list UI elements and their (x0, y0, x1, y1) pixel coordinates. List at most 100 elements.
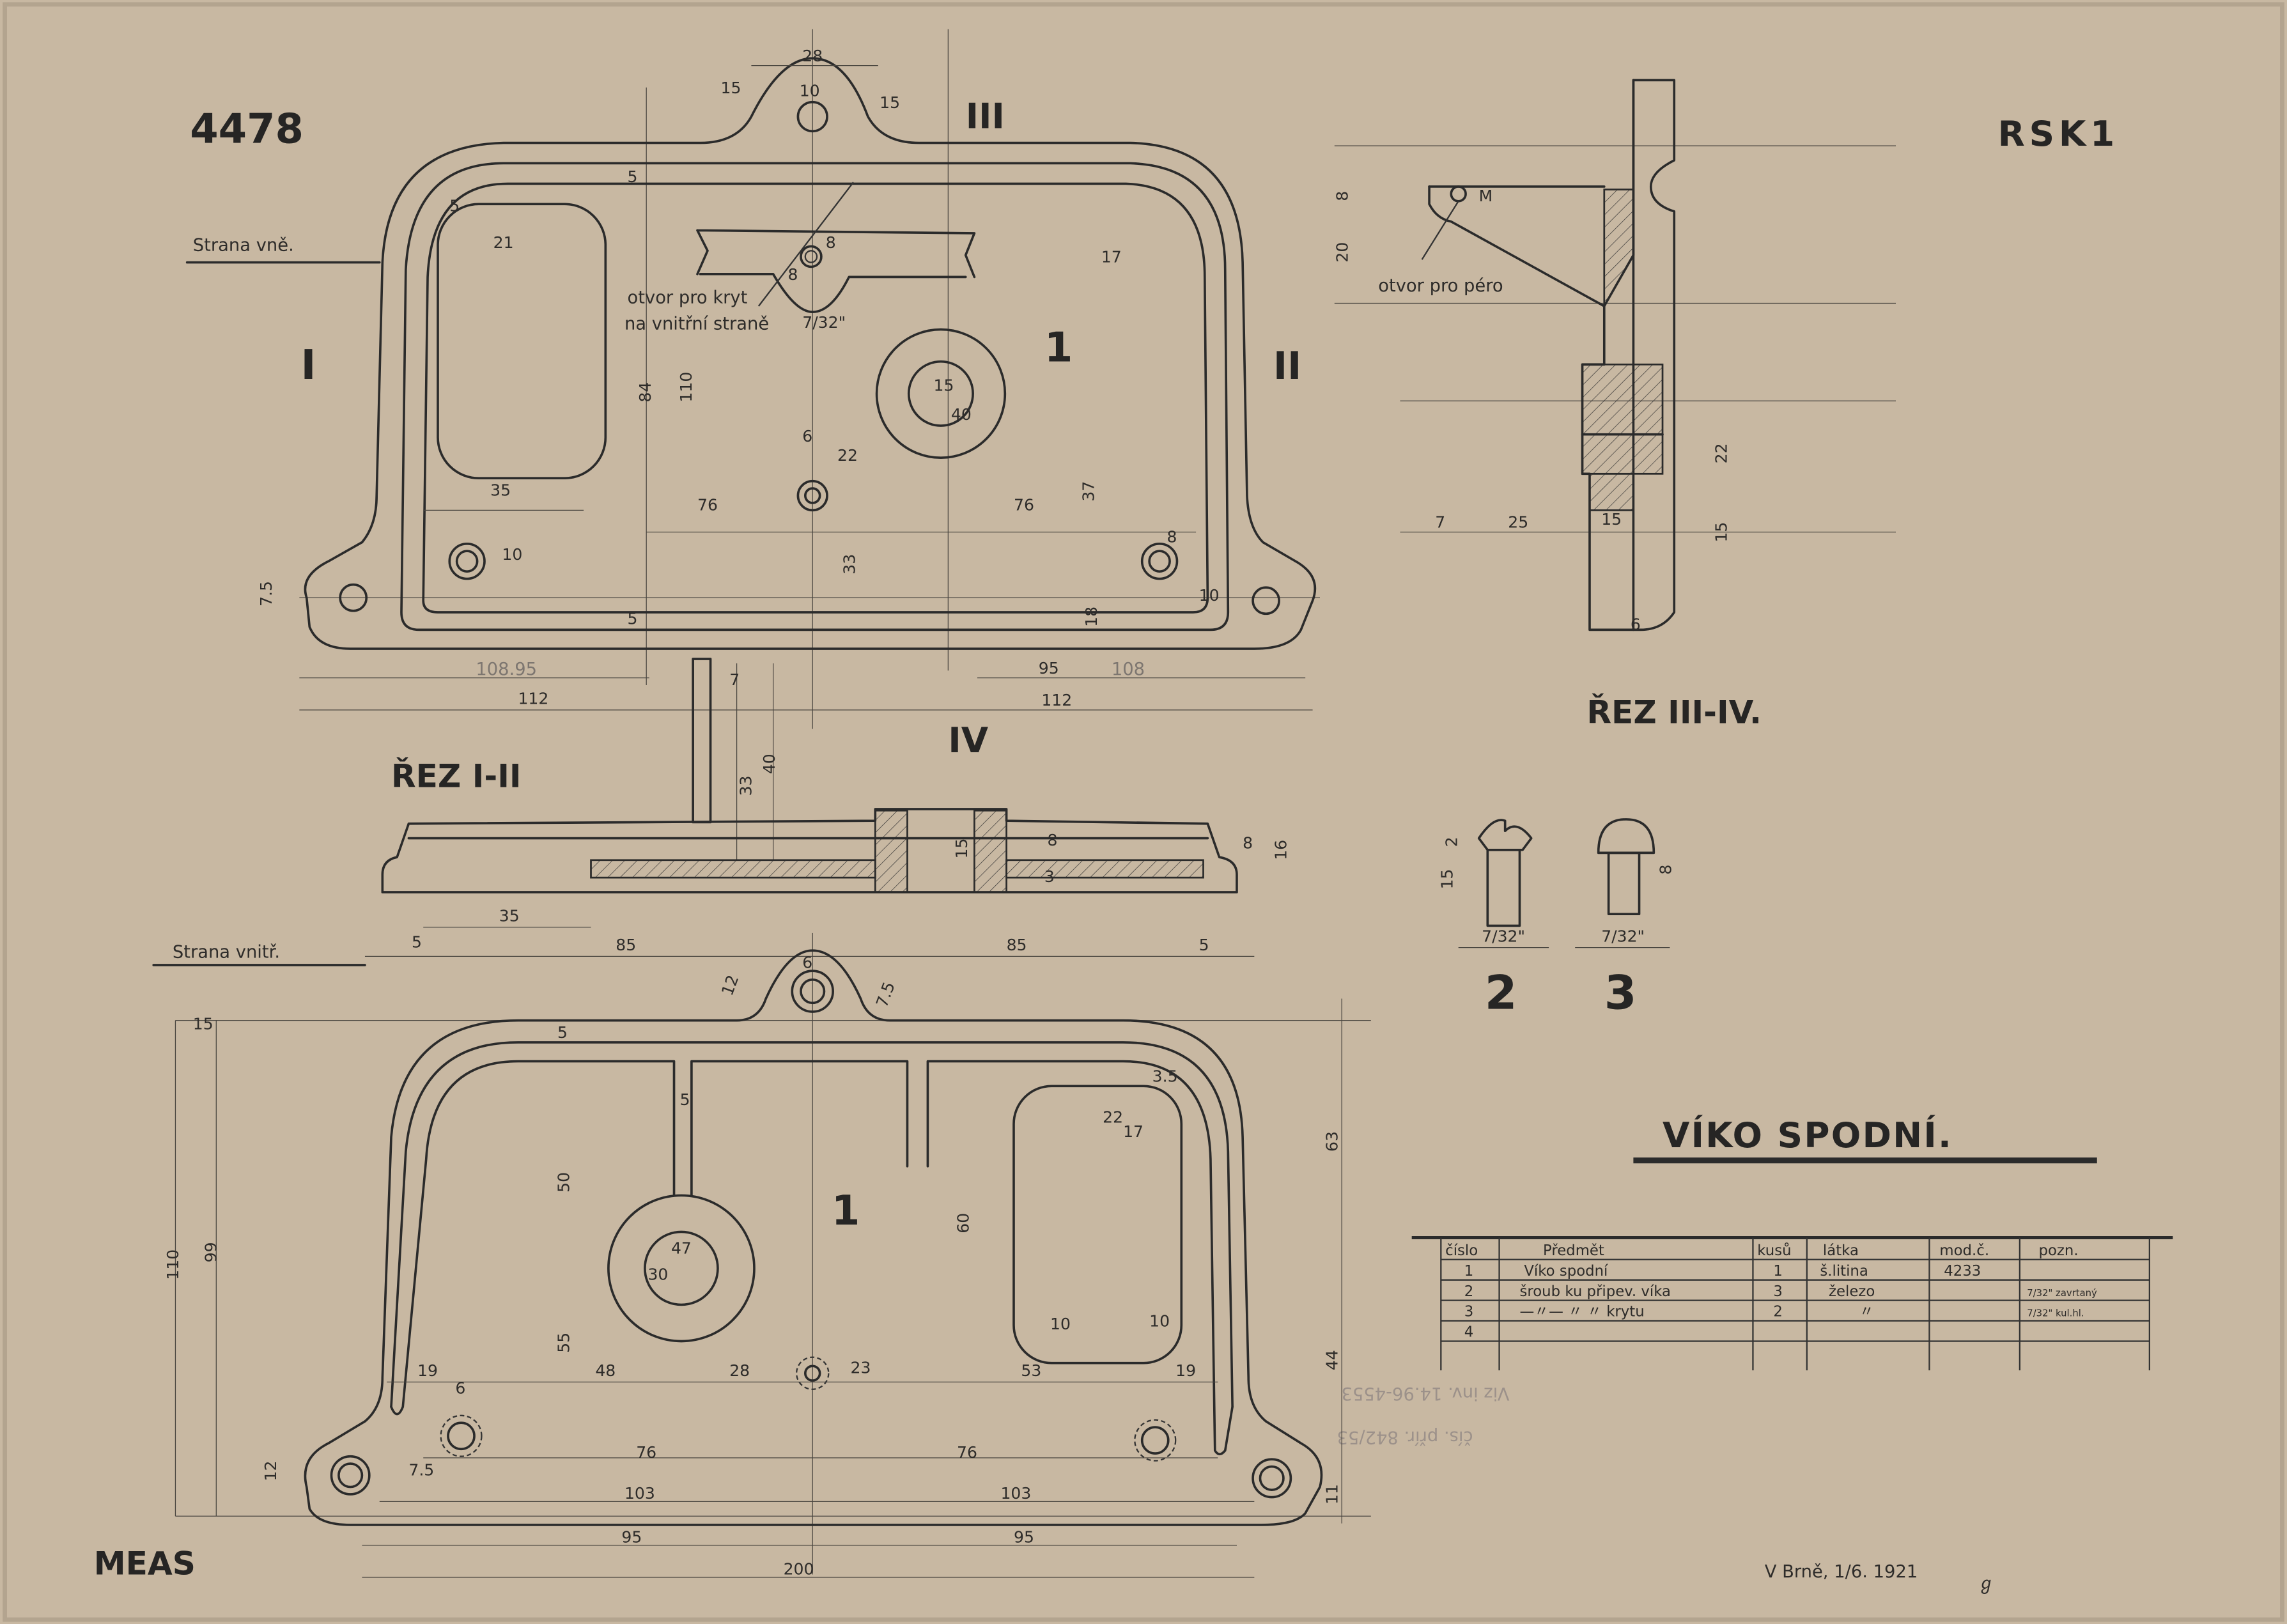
dim: 8 (1333, 191, 1351, 201)
svg-text:šroub ku připev. víka: šroub ku připev. víka (1519, 1283, 1671, 1300)
note-cover-hole-2: na vnitřní straně (624, 314, 769, 334)
svg-text:1: 1 (1464, 1263, 1474, 1280)
parts-table (1411, 1236, 2173, 1371)
dim: 95 (1014, 1527, 1034, 1546)
section-label-2: ŘEZ III-IV. (1586, 693, 1762, 731)
marker-II: II (1273, 344, 1301, 388)
svg-text:2: 2 (1464, 1283, 1474, 1300)
dim: 5 (449, 197, 460, 215)
dim: 5 (412, 933, 422, 952)
view-outer-label: Strana vně. (193, 235, 294, 255)
dim: 19 (417, 1361, 438, 1380)
dim: 103 (624, 1484, 655, 1503)
dim: 15 (193, 1014, 213, 1033)
stamp-text-1: Viz inv. 14.96-4553 (1342, 1383, 1510, 1403)
table-row: 1 Víko spodní 1 š.litina 4233 (1464, 1263, 1981, 1280)
dim: 28 (802, 47, 823, 65)
svg-text:3: 3 (1464, 1304, 1474, 1320)
dim: 108.95 (476, 660, 537, 679)
svg-text:4: 4 (1464, 1324, 1474, 1341)
dim: 108 (1112, 660, 1145, 679)
dim: 200 (784, 1559, 814, 1578)
dim: 40 (760, 754, 779, 774)
svg-text:š.litina: š.litina (1820, 1263, 1868, 1280)
svg-text:železo: železo (1829, 1283, 1875, 1300)
dim: 44 (1322, 1350, 1341, 1370)
dim: 7/32" (1601, 927, 1645, 946)
dim: 8 (1167, 528, 1177, 546)
dim: 99 (201, 1242, 220, 1262)
maker-mark: MEAS (94, 1544, 196, 1582)
svg-text:—〃— 〃 〃 krytu: —〃— 〃 〃 krytu (1519, 1304, 1644, 1320)
dim: 35 (490, 481, 511, 500)
dim: 22 (837, 446, 858, 465)
marker-IV: IV (948, 720, 988, 761)
svg-text:mod.č.: mod.č. (1939, 1242, 1989, 1259)
svg-text:4233: 4233 (1944, 1263, 1981, 1280)
dim: 112 (518, 690, 548, 708)
bottom-view-cover (304, 949, 1323, 1526)
section-label-1: ŘEZ I-II (391, 757, 522, 795)
dim: 76 (1014, 495, 1034, 514)
dim: 10 (1199, 586, 1220, 605)
dim: 22 (1712, 443, 1730, 463)
part-number-top: 1 (1044, 325, 1073, 372)
svg-text:3: 3 (1773, 1283, 1783, 1300)
dim: 18 (1082, 607, 1101, 627)
dim: 50 (554, 1172, 573, 1193)
dim: 35 (499, 907, 520, 925)
signature: ℊ (1978, 1574, 1995, 1593)
dim: 15 (880, 93, 900, 112)
dim: M (1479, 187, 1493, 205)
dim: 7 (729, 670, 740, 689)
dim: 8 (1243, 834, 1253, 853)
dim: 112 (1041, 691, 1072, 709)
dim: 3.5 (1152, 1067, 1178, 1085)
dim: 28 (729, 1361, 750, 1380)
dim: 33 (840, 554, 858, 575)
note-key-hole: otvor pro péro (1378, 276, 1503, 296)
dim: 10 (800, 82, 820, 100)
dim: 6 (802, 427, 812, 445)
dim: 48 (595, 1361, 616, 1380)
dim: 95 (621, 1527, 642, 1546)
dim: 15 (934, 376, 954, 394)
dim: 5 (628, 167, 638, 186)
drawing-number: 4478 (190, 106, 304, 153)
dim: 10 (1050, 1315, 1071, 1333)
svg-text:kusů: kusů (1757, 1242, 1791, 1259)
dim: 53 (1021, 1361, 1041, 1380)
dim: 20 (1333, 242, 1351, 263)
section-III-IV (1421, 79, 1676, 631)
dim: 95 (1039, 659, 1059, 677)
marker-I: I (301, 342, 316, 389)
table-row: 4 (1464, 1324, 1474, 1341)
dim: 8 (787, 265, 798, 284)
dim: 6 (1631, 615, 1641, 633)
table-row: 2 šroub ku připev. víka 3 železo 7/32" z… (1464, 1283, 2097, 1300)
svg-text:Předmět: Předmět (1543, 1242, 1604, 1259)
dim: 7.5 (257, 581, 275, 607)
dim: 2 (1442, 837, 1461, 847)
dim: 76 (957, 1443, 977, 1462)
dim: 37 (1079, 481, 1097, 502)
dim: 10 (1149, 1312, 1170, 1331)
top-view-cover (304, 57, 1317, 650)
view-inner-label: Strana vnitř. (173, 943, 280, 963)
drawing-title: VÍKO SPODNÍ. (1663, 1114, 1953, 1156)
dim: 15 (1438, 869, 1457, 889)
dim: 85 (1007, 936, 1027, 954)
marker-III: III (966, 96, 1005, 137)
dim: 5 (1199, 936, 1209, 954)
dim: 103 (1000, 1484, 1031, 1503)
dim: 8 (1657, 865, 1675, 875)
svg-text:2: 2 (1773, 1304, 1783, 1320)
svg-text:pozn.: pozn. (2039, 1242, 2079, 1259)
dim: 84 (636, 382, 655, 403)
screw-2-drawing (1477, 819, 1533, 927)
dim: 15 (952, 839, 971, 859)
svg-text:1: 1 (1773, 1263, 1783, 1280)
note-cover-hole-1: otvor pro kryt (628, 288, 748, 307)
dim: 6 (455, 1379, 465, 1398)
